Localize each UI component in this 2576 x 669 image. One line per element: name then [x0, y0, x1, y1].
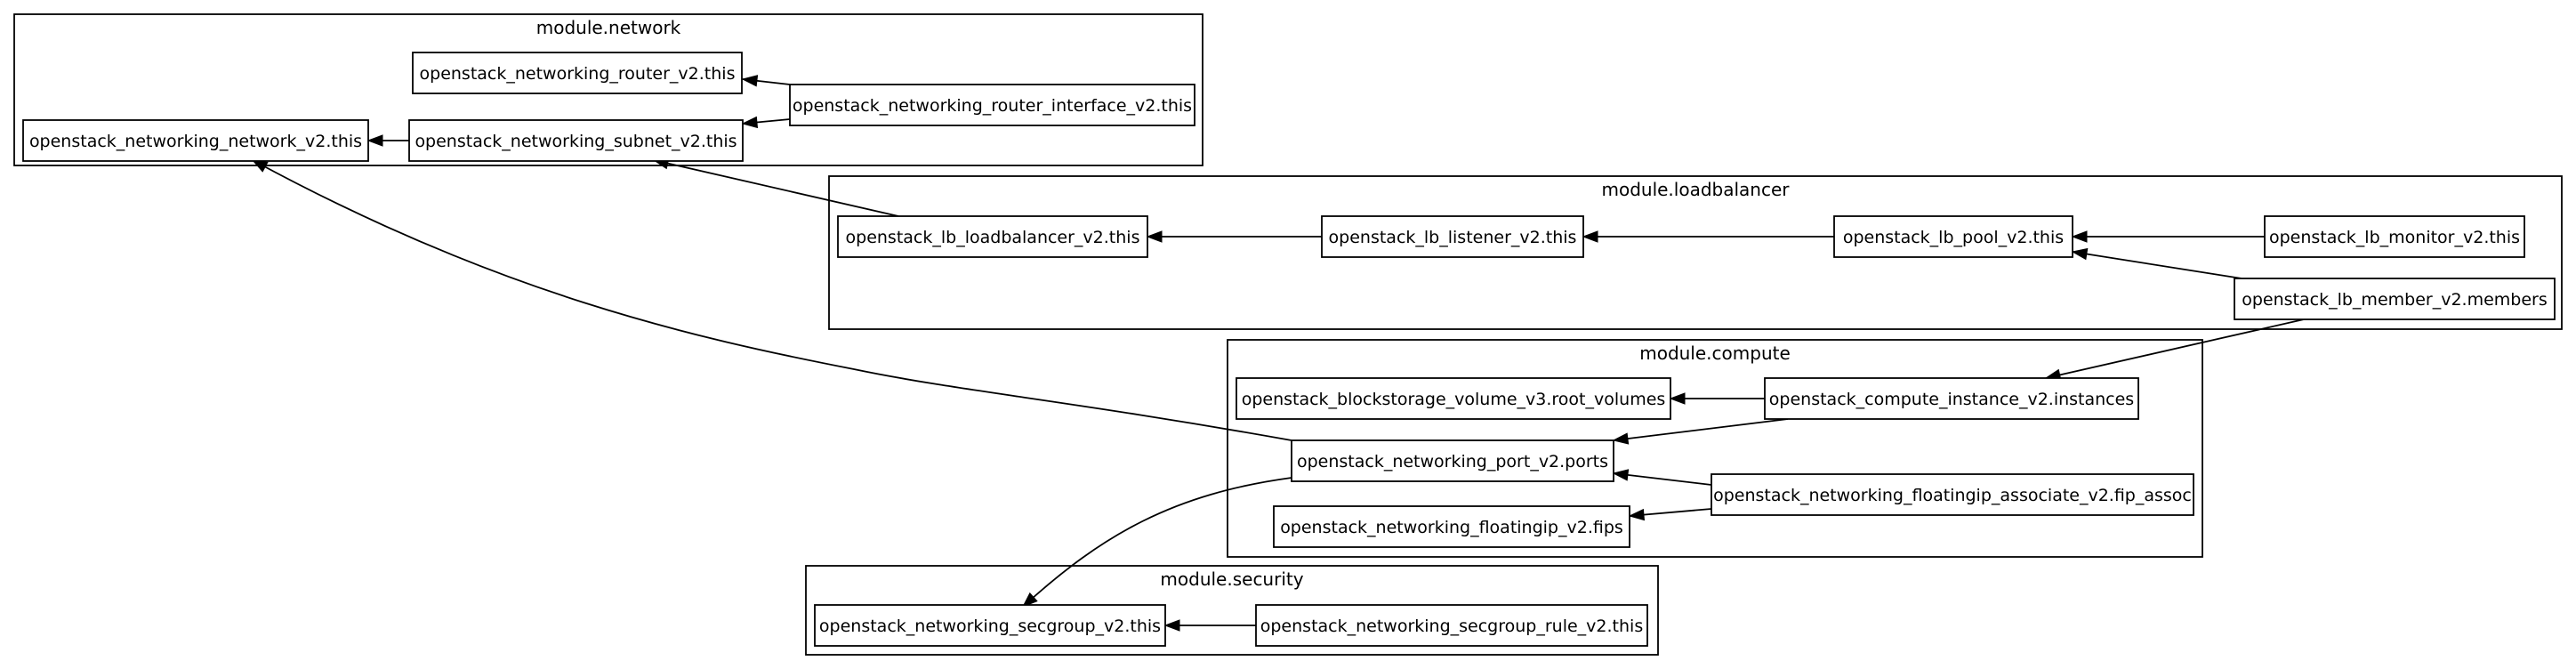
node-lb[interactable]: openstack_lb_loadbalancer_v2.this [837, 215, 1148, 258]
node-secgroup[interactable]: openstack_networking_secgroup_v2.this [814, 604, 1166, 647]
node-box[interactable] [408, 119, 744, 162]
node-box[interactable] [837, 215, 1148, 258]
cluster-label: module.network [536, 17, 681, 38]
node-label: openstack_lb_listener_v2.this [1329, 228, 1577, 247]
node-box[interactable] [1764, 377, 2139, 420]
node-label: openstack_blockstorage_volume_v3.root_vo… [1242, 390, 1666, 409]
arrowhead [2071, 230, 2088, 243]
edge-secgroup_rule-to-secgroup [1163, 619, 1256, 632]
node-volume[interactable]: openstack_blockstorage_volume_v3.root_vo… [1236, 377, 1671, 420]
node-box[interactable] [1291, 439, 1614, 482]
edge-line [1022, 477, 1292, 608]
edge-router_iface-to-subnet [741, 116, 791, 129]
node-label: openstack_networking_port_v2.ports [1297, 452, 1608, 472]
node-secgroup_rule[interactable]: openstack_networking_secgroup_rule_v2.th… [1255, 604, 1648, 647]
node-box[interactable] [814, 604, 1166, 647]
cluster-box [828, 175, 2563, 330]
node-pool[interactable]: openstack_lb_pool_v2.this [1833, 215, 2073, 258]
nodes-layer: openstack_networking_router_v2.thisopens… [22, 52, 2556, 647]
cluster-box [1227, 339, 2203, 558]
arrowhead [1669, 392, 1686, 405]
arrowhead [741, 75, 759, 87]
node-label: openstack_lb_member_v2.members [2242, 290, 2548, 310]
node-monitor[interactable]: openstack_lb_monitor_v2.this [2264, 215, 2525, 258]
node-box[interactable] [1711, 473, 2194, 516]
edge-port-to-network [251, 159, 1292, 441]
node-box[interactable] [2234, 278, 2556, 320]
node-subnet[interactable]: openstack_networking_subnet_v2.this [408, 119, 744, 162]
node-label: openstack_networking_router_interface_v2… [793, 96, 1192, 116]
node-label: openstack_networking_network_v2.this [29, 132, 362, 151]
edge-instance-to-port [1612, 418, 1789, 445]
node-label: openstack_networking_router_v2.this [420, 64, 736, 84]
arrowhead [1021, 592, 1038, 608]
node-box[interactable] [1255, 604, 1648, 647]
edge-monitor-to-pool [2071, 230, 2265, 243]
node-box[interactable] [1236, 377, 1671, 420]
edge-lb-to-subnet [652, 157, 899, 217]
node-box[interactable] [412, 52, 743, 94]
node-label: openstack_compute_instance_v2.instances [1769, 390, 2134, 409]
arrowhead [366, 134, 383, 147]
node-box[interactable] [1321, 215, 1584, 258]
arrowhead [1146, 230, 1163, 243]
cluster-network: module.network [13, 13, 1203, 166]
edges-layer [251, 75, 2305, 632]
edge-line [1613, 418, 1789, 441]
node-box[interactable] [1273, 505, 1630, 548]
node-instance[interactable]: openstack_compute_instance_v2.instances [1764, 377, 2139, 420]
node-listener[interactable]: openstack_lb_listener_v2.this [1321, 215, 1584, 258]
edge-subnet-to-network [366, 134, 409, 147]
node-label: openstack_lb_loadbalancer_v2.this [846, 228, 1140, 247]
node-label: openstack_lb_monitor_v2.this [2269, 228, 2520, 247]
node-fip[interactable]: openstack_networking_floatingip_v2.fips [1273, 505, 1630, 548]
edge-router_iface-to-router [741, 75, 791, 87]
node-box[interactable] [1833, 215, 2073, 258]
node-port[interactable]: openstack_networking_port_v2.ports [1291, 439, 1614, 482]
cluster-label: module.loadbalancer [1601, 179, 1790, 200]
arrowhead [2071, 247, 2089, 261]
node-fip_assoc[interactable]: openstack_networking_floatingip_associat… [1711, 473, 2194, 516]
edge-fip_assoc-to-port [1612, 469, 1712, 486]
node-label: openstack_networking_floatingip_associat… [1713, 486, 2192, 505]
node-network[interactable]: openstack_networking_network_v2.this [22, 119, 369, 162]
cluster-label: module.security [1160, 568, 1303, 590]
node-label: openstack_networking_floatingip_v2.fips [1280, 518, 1623, 537]
arrowhead [1628, 508, 1646, 521]
edge-listener-to-lb [1146, 230, 1322, 243]
arrowhead [1582, 230, 1598, 243]
node-router[interactable]: openstack_networking_router_v2.this [412, 52, 743, 94]
edge-fip_assoc-to-fip [1628, 508, 1712, 521]
edge-line [2045, 318, 2305, 379]
edge-line [653, 159, 899, 217]
node-label: openstack_networking_secgroup_rule_v2.th… [1260, 617, 1643, 636]
node-box[interactable] [2264, 215, 2525, 258]
edge-member-to-pool [2071, 247, 2242, 279]
arrowhead [741, 116, 759, 129]
node-member[interactable]: openstack_lb_member_v2.members [2234, 278, 2556, 320]
cluster-label: module.compute [1639, 343, 1791, 364]
arrowhead [1163, 619, 1180, 632]
node-label: openstack_lb_pool_v2.this [1843, 228, 2064, 247]
edge-pool-to-listener [1582, 230, 1834, 243]
edge-instance-to-volume [1669, 392, 1765, 405]
cluster-security: module.security [805, 565, 1659, 656]
edge-line [1613, 472, 1712, 486]
edge-line [2072, 251, 2242, 279]
arrowhead [1612, 432, 1630, 445]
cluster-box [13, 13, 1203, 166]
clusters-layer: module.network module.loadbalancer module.… [13, 13, 2563, 656]
node-label: openstack_networking_subnet_v2.this [415, 132, 737, 151]
edge-line [252, 159, 1292, 441]
arrowhead [1612, 469, 1630, 481]
edge-port-to-secgroup [1021, 477, 1292, 608]
node-box[interactable] [789, 84, 1195, 126]
cluster-compute: module.compute [1227, 339, 2203, 558]
node-label: openstack_networking_secgroup_v2.this [819, 617, 1161, 636]
node-box[interactable] [22, 119, 369, 162]
node-router_iface[interactable]: openstack_networking_router_interface_v2… [789, 84, 1195, 126]
cluster-loadbalancer: module.loadbalancer [828, 175, 2563, 330]
cluster-box [805, 565, 1659, 656]
